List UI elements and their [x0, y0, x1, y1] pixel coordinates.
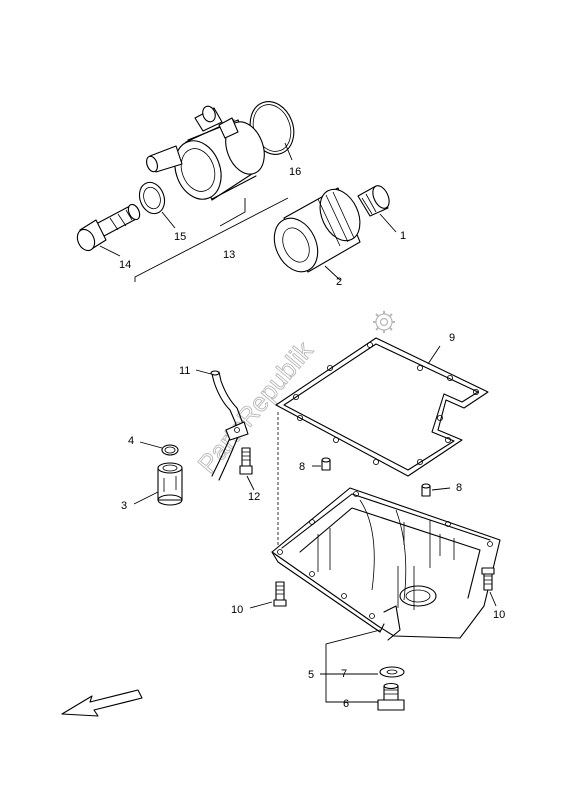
leader-11	[195, 369, 212, 375]
callout-2: 2	[336, 276, 342, 288]
part-10-bolt-left	[273, 581, 287, 607]
part-3-relief-valve	[157, 462, 183, 506]
callout-8-lower: 8	[456, 482, 462, 494]
callout-12: 12	[248, 491, 260, 503]
callout-11: 11	[179, 365, 190, 377]
leader-5	[320, 629, 381, 703]
part-15-washer	[138, 181, 166, 215]
leader-3	[133, 491, 159, 505]
callout-8-upper: 8	[299, 461, 305, 473]
callout-5: 5	[308, 669, 314, 681]
leader-8b	[431, 487, 451, 491]
front-direction-arrow-icon	[61, 689, 143, 717]
callout-13: 13	[223, 249, 235, 261]
leader-10b	[489, 591, 497, 607]
watermark-text: PartsRepublik	[192, 335, 320, 479]
callout-6: 6	[343, 698, 349, 710]
part-2-oil-filter	[273, 187, 361, 273]
leader-12	[246, 475, 255, 491]
leader-13-up	[219, 198, 246, 227]
callout-10-left: 10	[231, 604, 243, 616]
part-6-drain-bolt	[377, 682, 405, 711]
watermark: PartsRepublik	[191, 334, 320, 479]
leader-1	[379, 213, 397, 233]
leader-15	[161, 211, 176, 229]
callout-9: 9	[449, 332, 455, 344]
part-9-oil-pan-gasket	[275, 337, 489, 477]
leader-13	[134, 197, 289, 282]
leader-2	[324, 265, 341, 281]
part-8-dowel-pin-upper	[321, 457, 331, 471]
part-8-dowel-pin-lower	[421, 483, 431, 497]
part-4-o-ring	[161, 444, 179, 456]
part-14-union-bolt	[76, 203, 141, 252]
callout-10-right: 10	[493, 609, 505, 621]
gear-icon	[373, 311, 395, 333]
part-12-bolt	[239, 447, 253, 475]
part-oil-pan	[271, 487, 501, 641]
part-1-fitting	[357, 185, 390, 217]
part-11-oil-pipe	[210, 370, 249, 481]
leader-10a	[249, 601, 273, 609]
callout-1: 1	[400, 230, 406, 242]
callout-14: 14	[119, 259, 131, 271]
callout-4: 4	[128, 435, 134, 447]
part-10-bolt-right	[481, 567, 495, 591]
leader-14	[99, 245, 121, 257]
part-7-washer	[379, 666, 405, 678]
leader-4	[139, 441, 163, 449]
callout-16: 16	[289, 166, 301, 178]
callout-3: 3	[121, 500, 127, 512]
part-13-oil-cooler	[146, 105, 265, 201]
callout-7: 7	[341, 668, 347, 680]
leader-9	[427, 345, 441, 365]
leader-16	[284, 142, 293, 161]
callout-15: 15	[174, 231, 186, 243]
